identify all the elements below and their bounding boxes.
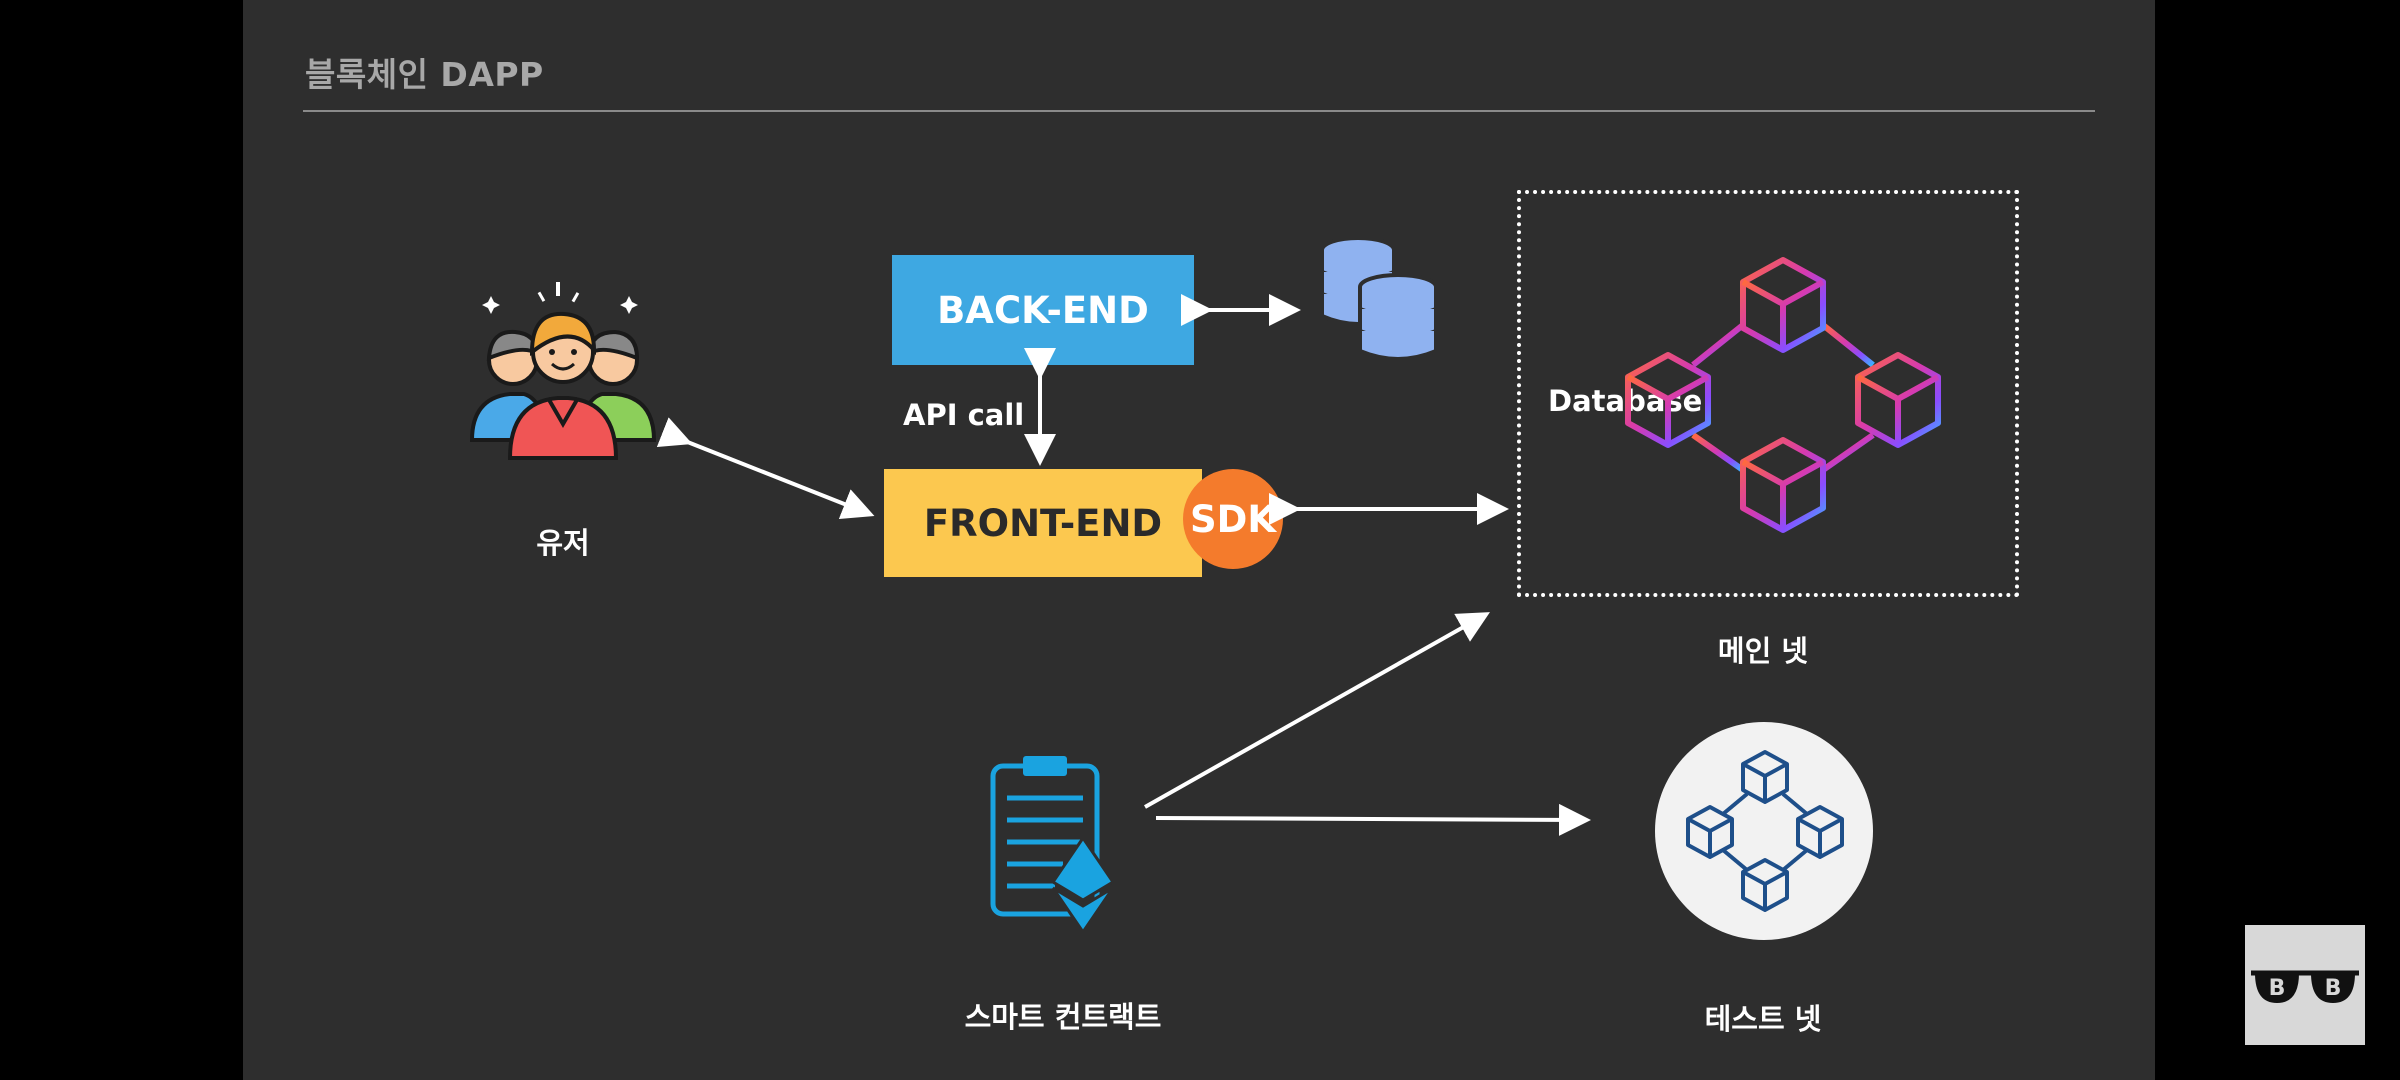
slide: 블록체인 DAPP 유저 BACK-END FRONT-END SDK API … [243, 0, 2155, 1080]
ethereum-contract-icon [990, 756, 1116, 935]
user-label: 유저 [536, 526, 590, 560]
mainnet-label: 메인 넷 [1717, 634, 1809, 668]
mainnet-dotted-frame [1517, 190, 2019, 597]
title-divider [303, 110, 2095, 112]
arrow-user-frontend [656, 417, 875, 520]
channel-badge: B B [2245, 925, 2365, 1045]
arrow-contract-testnet [1155, 803, 1591, 836]
slide-title: 블록체인 DAPP [305, 55, 544, 94]
bitcoin-glasses-icon: B B [2251, 970, 2359, 1003]
smart-contract-label: 스마트 컨트랙트 [964, 1000, 1162, 1034]
api-call-label: API call [903, 398, 1025, 432]
svg-text:B: B [2269, 976, 2286, 1001]
svg-text:B: B [2325, 976, 2342, 1001]
frontend-box: FRONT-END [884, 469, 1202, 577]
user-group-icon [469, 282, 657, 460]
database-icon [1320, 236, 1438, 361]
connector-arrows [656, 294, 1591, 836]
blockchain-network-icon [1625, 257, 1941, 533]
arrow-contract-mainnet [1144, 612, 1490, 809]
testnet-label: 테스트 넷 [1704, 1002, 1822, 1036]
backend-box: BACK-END [892, 255, 1194, 365]
sdk-badge: SDK [1183, 469, 1283, 569]
blockchain-network-icon [1686, 750, 1844, 912]
